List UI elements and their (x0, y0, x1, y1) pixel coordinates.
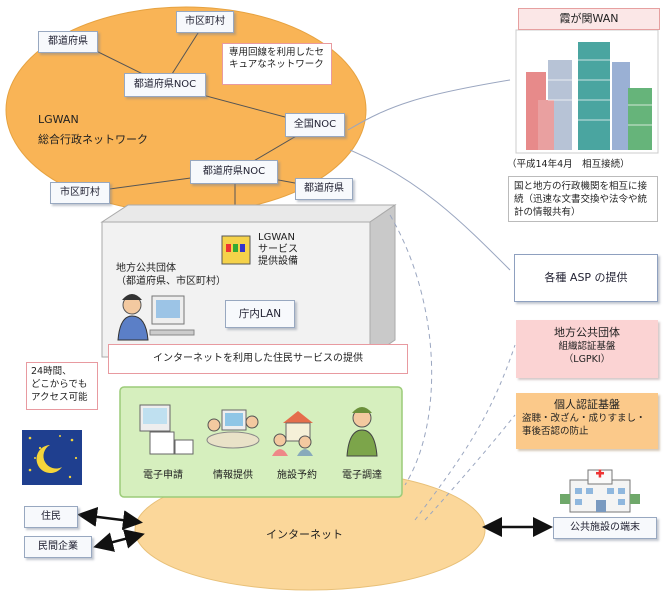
e-procurement-icon (346, 407, 378, 457)
public-facility-building-icon (560, 469, 640, 513)
asp-box: 各種 ASP の提供 (514, 254, 658, 302)
node-prefecture-1: 都道府県 (38, 31, 98, 53)
local-government-label: 地方公共団体 （都道府県、市区町村） (116, 263, 226, 287)
kasumigaseki-date-note: （平成14年4月 相互接続） (507, 159, 630, 170)
service-label-e-application: 電子申請 (143, 470, 183, 481)
lgpki-subtitle: 組織認証基盤 (558, 341, 616, 352)
lgwan-title-en: LGWAN (38, 113, 79, 126)
kasumigaseki-title: 霞が関WAN (518, 8, 660, 30)
residents-arrow (77, 506, 143, 531)
node-prefecture-noc-1: 都道府県NOC (124, 73, 206, 97)
personal-auth-box: 個人認証基盤 盗聴・改ざん・成りすまし・ 事後否認の防止 (516, 393, 658, 449)
lgwan-title: LGWAN 総合行政ネットワーク (38, 112, 148, 147)
personal-auth-description: 盗聴・改ざん・成りすまし・ 事後否認の防止 (522, 413, 646, 437)
service-label-facility-reservation: 施設予約 (277, 470, 317, 481)
office-lan-box: 庁内LAN (225, 300, 295, 328)
internet-service-banner: インターネットを利用した住民サービスの提供 (108, 344, 408, 374)
government-building-top (100, 204, 397, 223)
facility-reservation-icon (272, 411, 313, 456)
node-city-2: 市区町村 (50, 182, 110, 204)
public-facility-terminal-box: 公共施設の端末 (553, 517, 657, 539)
kasumigaseki-buildings-icon (515, 29, 659, 154)
lgwan-equipment-icon (221, 235, 251, 265)
residents-box: 住民 (24, 506, 78, 528)
office-worker-icon (117, 294, 195, 341)
lgwan-equipment-label: LGWAN サービス 提供設備 (258, 232, 298, 267)
companies-arrow (93, 529, 145, 552)
node-prefecture-2: 都道府県 (295, 178, 353, 200)
service-label-information: 情報提供 (213, 470, 253, 481)
lgpki-title: 地方公共団体 (554, 326, 620, 339)
lgwan-title-ja: 総合行政ネットワーク (38, 133, 148, 146)
companies-box: 民間企業 (24, 536, 92, 558)
services-panel (119, 386, 403, 498)
e-application-icon (139, 404, 194, 455)
service-label-e-procurement: 電子調達 (342, 470, 382, 481)
access-24h-note: 24時間、 どこからでも アクセス可能 (26, 362, 98, 410)
node-national-noc: 全国NOC (285, 113, 345, 137)
lgpki-abbr: （LGPKI） (563, 354, 611, 365)
kasumigaseki-description: 国と地方の行政機関を相互に接続（迅速な文書交換や法令や統計の情報共有） (508, 176, 658, 222)
node-city-1: 市区町村 (176, 11, 234, 33)
information-icon (206, 409, 260, 449)
government-building-side (369, 204, 396, 358)
node-prefecture-noc-2: 都道府県NOC (190, 160, 278, 184)
night-sky-icon (22, 430, 82, 485)
external-links (347, 79, 516, 521)
personal-auth-title: 個人認証基盤 (554, 398, 620, 411)
lgpki-box: 地方公共団体 組織認証基盤 （LGPKI） (516, 320, 658, 378)
secure-network-note: 専用回線を利用したセキュアなネットワーク (222, 43, 332, 85)
internet-label: インターネット (266, 528, 343, 541)
